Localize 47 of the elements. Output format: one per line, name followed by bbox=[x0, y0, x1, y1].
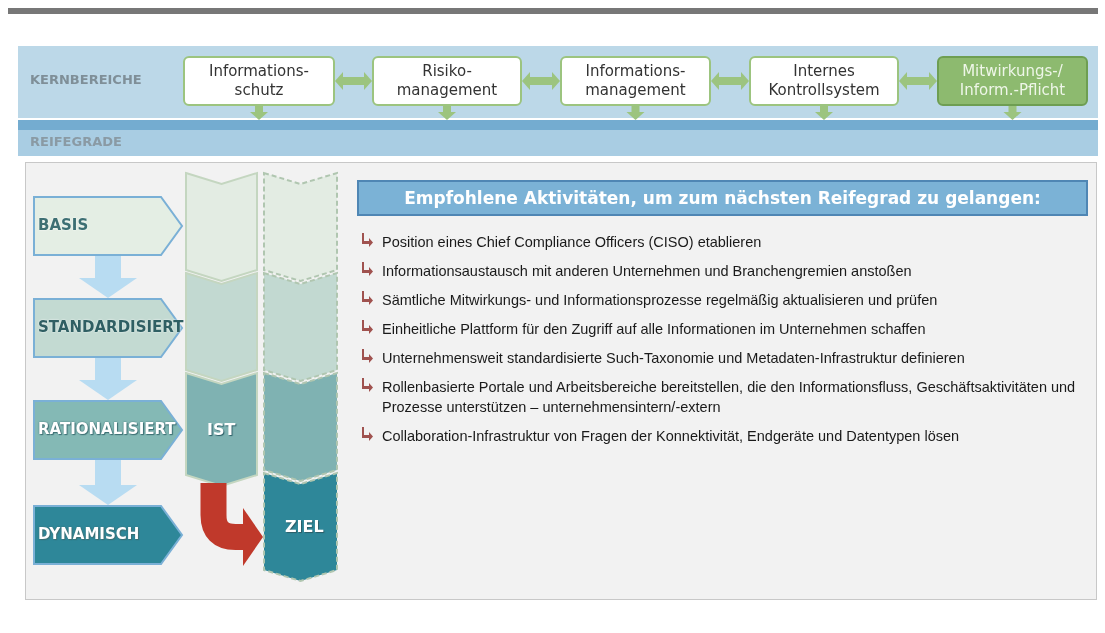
chevron-segment bbox=[263, 172, 338, 282]
process-box: Risiko- management bbox=[372, 56, 522, 106]
level-label: RATIONALISIERT bbox=[38, 420, 176, 438]
chevron-segment bbox=[263, 472, 338, 582]
pentagon-shape bbox=[33, 196, 183, 256]
pentagon-shape bbox=[33, 505, 183, 565]
level-label: STANDARDISIERT bbox=[38, 318, 184, 336]
level-label: BASIS bbox=[38, 216, 89, 234]
band-title: KERNBEREICHE bbox=[30, 72, 142, 87]
chevron-segment bbox=[263, 372, 338, 482]
list-item-text: Rollenbasierte Portale und Arbeitsbereiche bereitstellen, die den Informationsfluss, Geschäftsaktivitäten und Prozesse unterstützen – unternehmensintern/-extern bbox=[382, 379, 1076, 415]
process-box: Informations- schutz bbox=[183, 56, 335, 106]
list-item-text: Position eines Chief Compliance Officers (CISO) etablieren bbox=[382, 234, 762, 250]
segment-label: IST bbox=[207, 419, 236, 439]
pentagon-shape bbox=[33, 298, 183, 358]
down-arrow bbox=[626, 106, 645, 120]
heading-bar: Empfohlene Aktivitäten, um zum nächsten Reifegrad zu gelangen: bbox=[357, 180, 1088, 216]
header-band bbox=[18, 120, 1098, 156]
header-band bbox=[18, 46, 1098, 118]
chevron-segment bbox=[263, 272, 338, 382]
down-arrow bbox=[1003, 106, 1022, 120]
down-arrow bbox=[438, 106, 456, 120]
block-arrow bbox=[79, 358, 137, 400]
list-item-text: Sämtliche Mitwirkungs- und Informationsprozesse regelmäßig aktualisieren und prüfen bbox=[382, 292, 938, 308]
segment-label: ZIEL bbox=[285, 517, 324, 536]
list-item-text: Einheitliche Plattform für den Zugriff auf alle Informationen im Unternehmen schaffen bbox=[382, 321, 926, 337]
list-item-text: Unternehmensweit standardisierte Such-Taxonomie und Metadaten-Infrastruktur definieren bbox=[382, 350, 965, 366]
process-box: Mitwirkungs-/ Inform.-Pflicht bbox=[937, 56, 1088, 106]
level-label: DYNAMISCH bbox=[38, 525, 140, 543]
chevron-segment bbox=[185, 372, 258, 487]
process-box: Internes Kontrollsystem bbox=[749, 56, 899, 106]
chevron-segment bbox=[185, 172, 258, 282]
down-arrow bbox=[250, 106, 268, 120]
double-arrow bbox=[899, 72, 937, 90]
double-arrow bbox=[711, 72, 749, 90]
down-arrow bbox=[815, 106, 833, 120]
block-arrow bbox=[79, 460, 137, 505]
pentagon-shape bbox=[33, 400, 183, 460]
band-title: REIFEGRADE bbox=[30, 134, 122, 149]
list-item-text: Collaboration-Infrastruktur von Fragen der Konnektivität, Endgeräte und Datentypen lösen bbox=[382, 428, 960, 444]
list-item-text: Informationsaustausch mit anderen Unternehmen und Branchengremien anstoßen bbox=[382, 263, 912, 279]
chevron-segment bbox=[185, 272, 258, 382]
double-arrow bbox=[335, 72, 372, 90]
double-arrow bbox=[522, 72, 560, 90]
block-arrow bbox=[200, 483, 263, 566]
block-arrow bbox=[79, 256, 137, 298]
process-box: Informations- management bbox=[560, 56, 711, 106]
